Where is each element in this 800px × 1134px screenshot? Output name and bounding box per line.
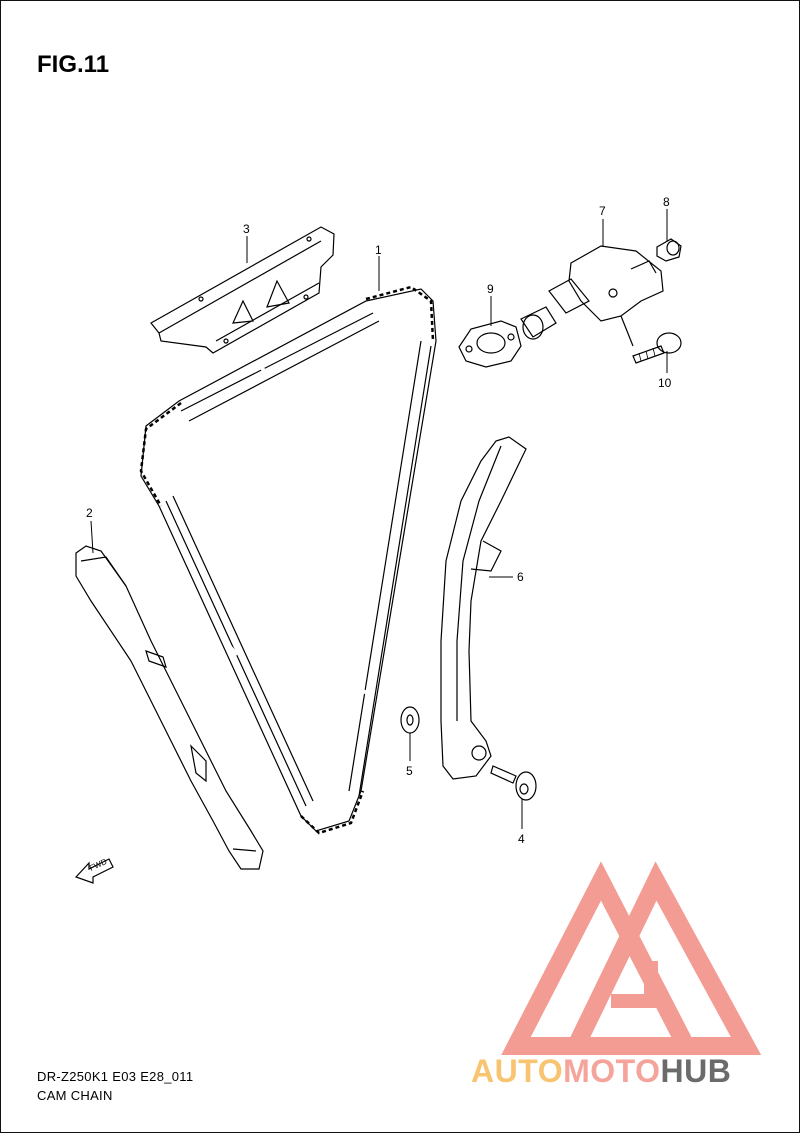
watermark-text: AUTOMOTOHUB — [471, 1053, 731, 1090]
watermark-part-auto: AUTO — [471, 1053, 564, 1089]
watermark-part-moto: MOTO — [563, 1053, 661, 1089]
fwd-arrow-icon: FWD — [74, 857, 114, 884]
callout-1: 1 — [375, 243, 382, 257]
callout-3: 3 — [243, 222, 250, 236]
part-5-washer — [400, 706, 420, 734]
callout-4: 4 — [518, 832, 525, 846]
watermark-part-hub: HUB — [660, 1053, 732, 1089]
callout-9: 9 — [487, 282, 494, 296]
figure-title: FIG.11 — [37, 51, 110, 78]
callout-7: 7 — [599, 204, 606, 218]
callout-5: 5 — [406, 764, 413, 778]
watermark-logo — [501, 861, 762, 1055]
part-7-tensioner-adjuster — [520, 245, 664, 347]
leader-lines — [90, 209, 668, 829]
part-8-plug — [656, 238, 682, 262]
diagram-caption: CAM CHAIN — [37, 1088, 113, 1103]
callout-10: 10 — [658, 376, 672, 390]
model-code: DR-Z250K1 E03 E28_011 — [37, 1069, 194, 1084]
part-4-bolt — [490, 765, 537, 801]
part-10-bolt — [632, 332, 682, 364]
callout-numbers: 1 2 3 4 5 6 7 8 9 10 — [86, 195, 672, 846]
callout-2: 2 — [86, 506, 93, 520]
callout-8: 8 — [663, 195, 670, 209]
part-3-chain-guide-top — [150, 226, 335, 354]
part-6-chain-guide — [440, 436, 527, 780]
part-2-tensioner-guide — [75, 545, 264, 870]
callout-6: 6 — [517, 570, 524, 584]
part-1-cam-chain — [139, 285, 437, 835]
part-9-gasket — [458, 320, 522, 368]
